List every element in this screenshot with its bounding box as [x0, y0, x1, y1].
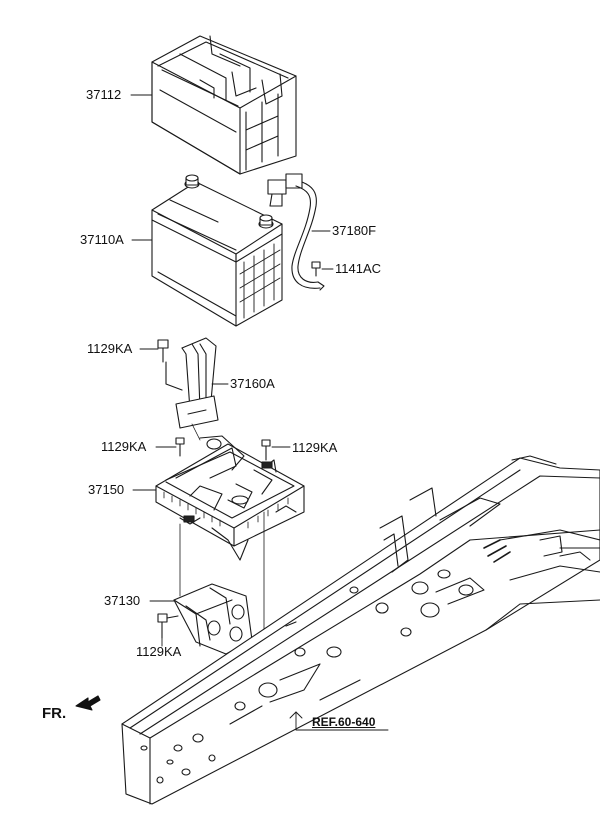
label-bolt-clamp: 1129KA	[87, 341, 133, 356]
battery-clamp-drawing	[176, 338, 218, 428]
label-tray-bracket: 37130	[104, 593, 141, 608]
label-bolt-bracket: 1129KA	[136, 644, 182, 659]
label-battery-cover: 37112	[86, 87, 122, 102]
side-member-frame-drawing	[122, 456, 600, 804]
bolt-tray-right-drawing	[262, 440, 270, 460]
label-front-direction: FR.	[42, 705, 67, 722]
label-nut-1141ac: 1141AC	[335, 261, 382, 276]
label-reference: REF.60-640	[312, 715, 376, 729]
label-battery-tray: 37150	[88, 482, 125, 497]
battery-cover-drawing	[152, 36, 296, 174]
tray-bracket-drawing	[174, 584, 252, 654]
leader-lines	[131, 95, 388, 730]
label-battery: 37110A	[80, 232, 124, 247]
label-battery-clamp: 37160A	[230, 376, 275, 391]
bolt-clamp-drawing	[158, 340, 182, 390]
label-battery-cable: 37180F	[332, 223, 377, 238]
bolt-tray-left-drawing	[176, 438, 184, 456]
label-bolt-tray-left: 1129KA	[101, 439, 147, 454]
battery-drawing	[152, 175, 282, 326]
battery-tray-drawing	[156, 436, 304, 560]
bolt-bracket-drawing	[158, 614, 178, 638]
front-arrow-icon	[76, 696, 100, 710]
label-bolt-tray-right: 1129KA	[292, 440, 338, 455]
battery-cable-drawing	[268, 174, 324, 290]
nut-1141ac-drawing	[312, 262, 320, 276]
